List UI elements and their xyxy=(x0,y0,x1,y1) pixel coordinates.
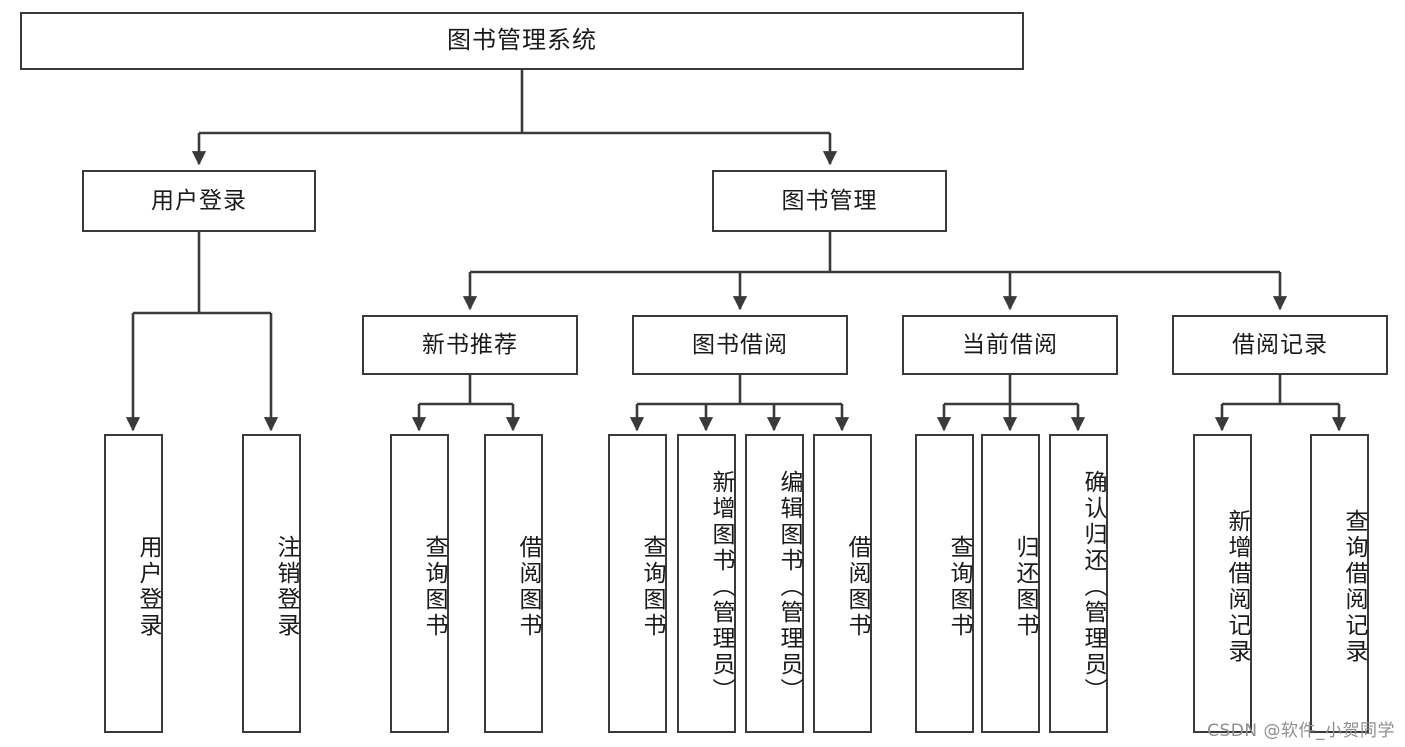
leaf-recommend-query-book[interactable]: 查询图书 xyxy=(390,434,449,733)
node-borrow-record[interactable]: 借阅记录 xyxy=(1172,315,1388,375)
node-book-management[interactable]: 图书管理 xyxy=(712,170,947,232)
leaf-current-confirm-return-admin[interactable]: 确认归还（管理员） xyxy=(1049,434,1108,733)
leaf-recommend-borrow-book[interactable]: 借阅图书 xyxy=(484,434,543,733)
csdn-watermark: CSDN @软件_小贺同学 xyxy=(1207,721,1395,741)
leaf-borrow-query-book[interactable]: 查询图书 xyxy=(608,434,667,733)
leaf-current-return-book[interactable]: 归还图书 xyxy=(981,434,1040,733)
leaf-user-login-signout[interactable]: 注销登录 xyxy=(242,434,301,733)
leaf-current-query-book[interactable]: 查询图书 xyxy=(915,434,974,733)
node-root-system[interactable]: 图书管理系统 xyxy=(20,12,1024,70)
leaf-record-query-record[interactable]: 查询借阅记录 xyxy=(1310,434,1369,733)
leaf-record-add-record[interactable]: 新增借阅记录 xyxy=(1193,434,1252,733)
leaf-borrow-add-book-admin[interactable]: 新增图书（管理员） xyxy=(677,434,736,733)
node-new-book-recommend[interactable]: 新书推荐 xyxy=(362,315,578,375)
leaf-borrow-borrow-book[interactable]: 借阅图书 xyxy=(813,434,872,733)
node-user-login[interactable]: 用户登录 xyxy=(82,170,316,232)
node-book-borrow[interactable]: 图书借阅 xyxy=(632,315,848,375)
leaf-user-login-signin[interactable]: 用户登录 xyxy=(104,434,163,733)
leaf-borrow-edit-book-admin[interactable]: 编辑图书（管理员） xyxy=(745,434,804,733)
node-current-borrow[interactable]: 当前借阅 xyxy=(902,315,1118,375)
